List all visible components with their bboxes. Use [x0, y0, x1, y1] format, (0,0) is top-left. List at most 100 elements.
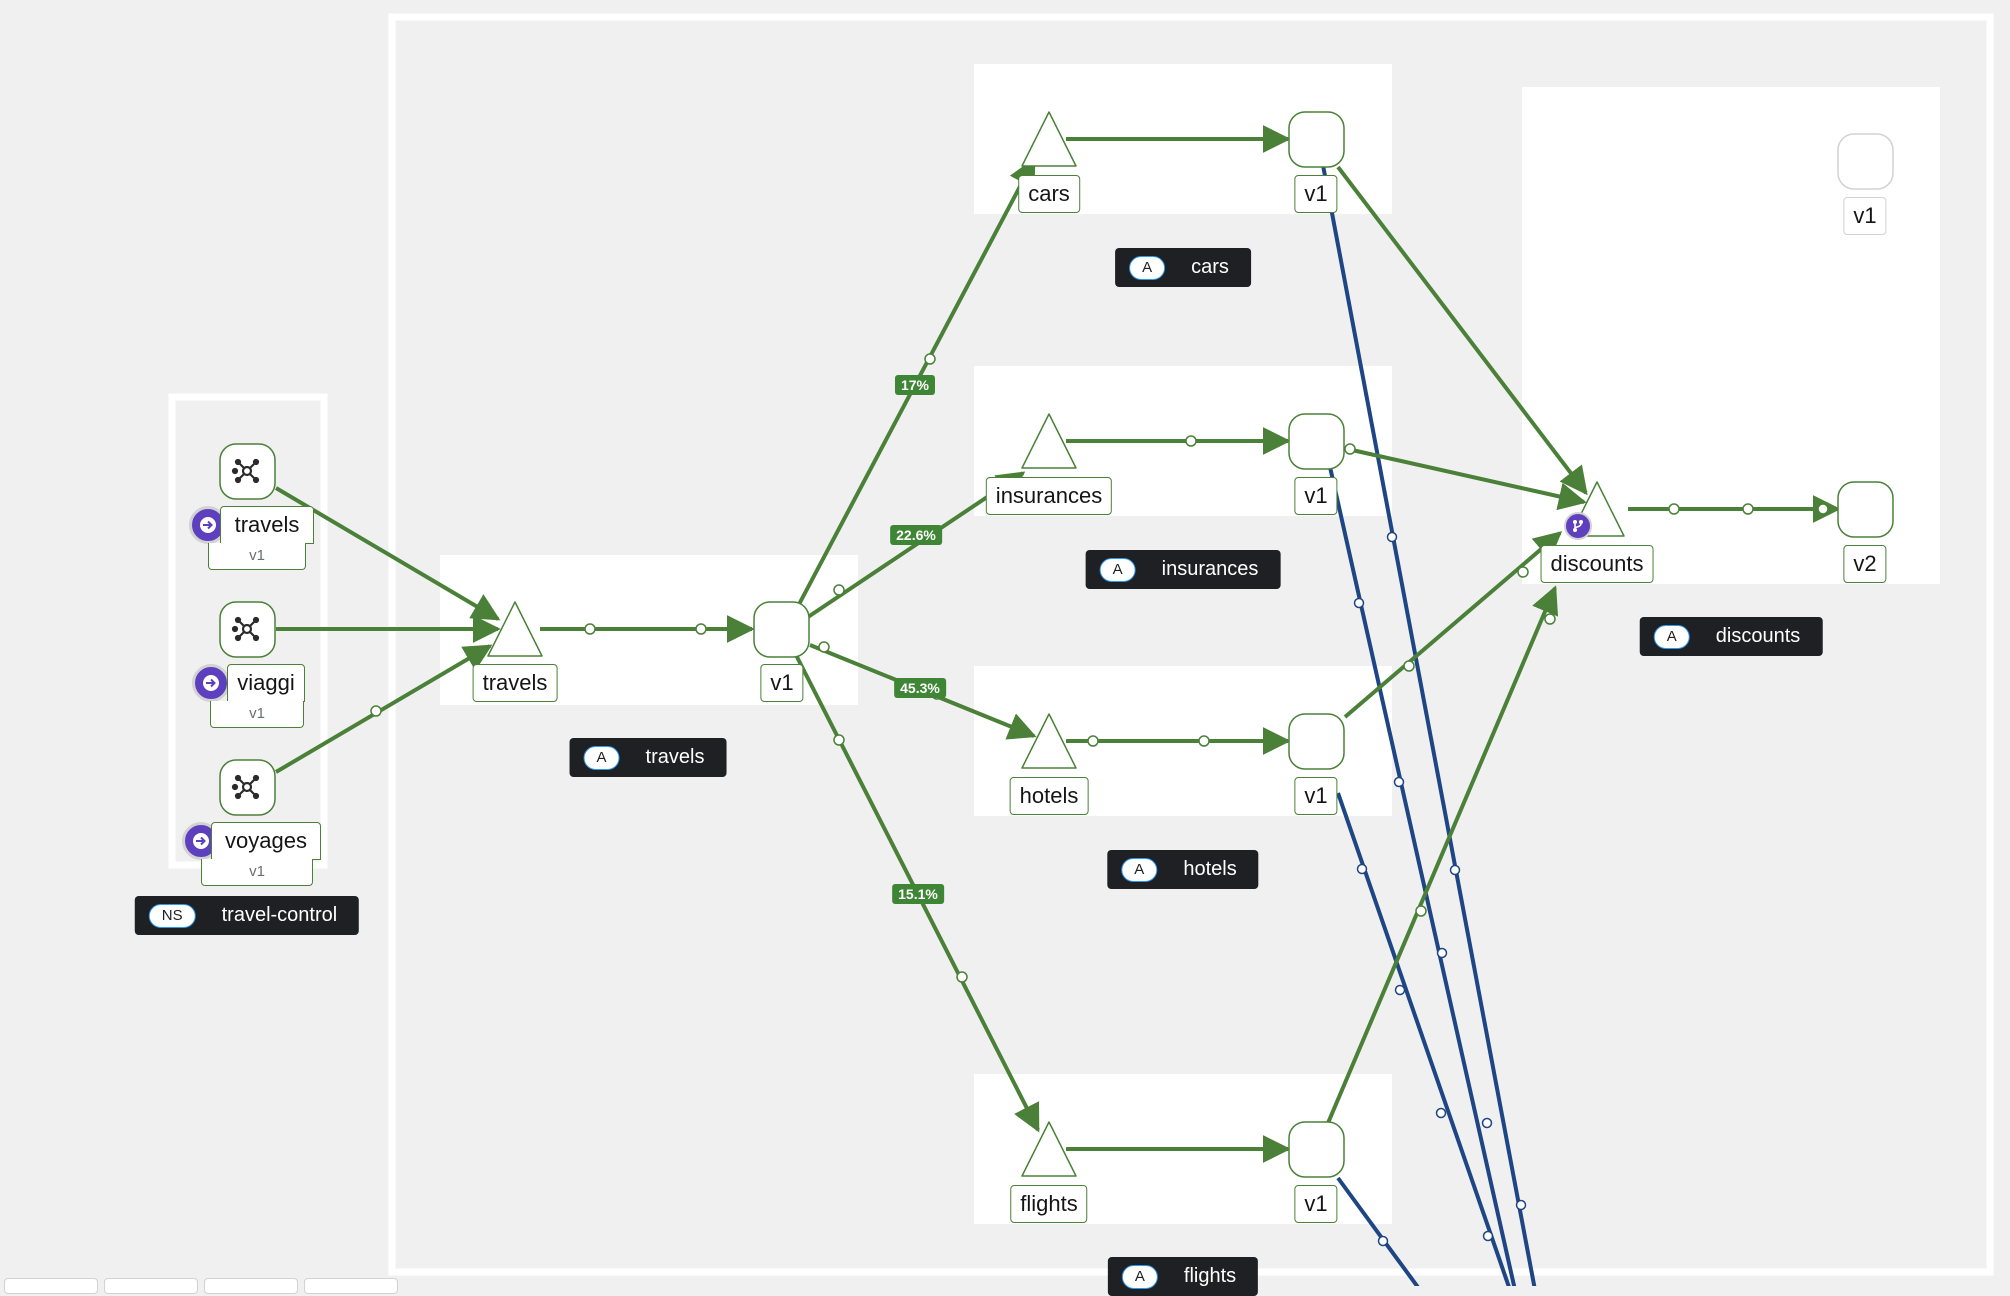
- service-travels-label[interactable]: travels: [472, 664, 558, 702]
- edge-hotels-to-discounts[interactable]: [1343, 531, 1563, 719]
- edge-dot: [1393, 776, 1405, 788]
- service-flights-node[interactable]: [1021, 1121, 1077, 1177]
- app-badge: A: [1121, 1264, 1158, 1289]
- edge-dot: [1517, 566, 1529, 578]
- edge-dot: [1394, 984, 1406, 996]
- service-discounts-label[interactable]: discounts: [1540, 545, 1654, 583]
- workload-cars-v1-node[interactable]: [1288, 111, 1345, 168]
- edge-dot: [1198, 735, 1210, 747]
- toolbar-button[interactable]: [204, 1278, 298, 1294]
- app-hotels-label[interactable]: A hotels: [1107, 850, 1259, 889]
- traffic-flights-percent: 15.1%: [892, 884, 944, 904]
- edge-cars-to-discounts-tcp[interactable]: [1320, 159, 1537, 1286]
- arrow-circle-icon: [200, 517, 216, 533]
- service-insurances-node[interactable]: [1021, 413, 1077, 469]
- branch-icon: [1573, 520, 1583, 532]
- workload-discounts-v1-label[interactable]: v1: [1843, 197, 1887, 235]
- toolbar-button[interactable]: [4, 1278, 98, 1294]
- gateway-travels-label[interactable]: travels: [220, 506, 314, 544]
- edge-dot: [1087, 735, 1099, 747]
- edge-dot: [1344, 443, 1356, 455]
- workload-travels-v1-node[interactable]: [753, 601, 810, 658]
- service-flights-label[interactable]: flights: [1010, 1185, 1088, 1223]
- service-cars-label[interactable]: cars: [1018, 175, 1080, 213]
- edge-gw-voyages-to-travels[interactable]: [274, 644, 493, 774]
- edge-insurances-to-discounts[interactable]: [1351, 448, 1587, 511]
- app-badge: A: [1099, 557, 1136, 582]
- namespace-label[interactable]: NS travel-control: [134, 896, 360, 935]
- workload-hotels-v1-label[interactable]: v1: [1294, 777, 1338, 815]
- edge-dot: [1377, 1235, 1389, 1247]
- workload-flights-v1-node[interactable]: [1288, 1121, 1345, 1178]
- edge-dot: [1386, 531, 1398, 543]
- workload-discounts-v2-node[interactable]: [1837, 481, 1894, 538]
- app-discounts-label[interactable]: A discounts: [1639, 617, 1823, 656]
- service-insurances-label[interactable]: insurances: [985, 477, 1113, 515]
- gateway-travels-node[interactable]: [219, 443, 276, 500]
- service-cars-node[interactable]: [1021, 111, 1077, 167]
- workload-cars-v1-label[interactable]: v1: [1294, 175, 1338, 213]
- gateway-voyages-node[interactable]: [219, 759, 276, 816]
- edge-flights-to-discounts-tcp[interactable]: [1336, 1176, 1420, 1286]
- traffic-insurances-percent: 22.6%: [890, 525, 942, 545]
- traffic-hotels-percent: 45.3%: [894, 678, 946, 698]
- namespace-badge: NS: [148, 903, 196, 928]
- app-name: hotels: [1183, 858, 1237, 880]
- namespace-name: travel-control: [221, 904, 338, 926]
- edge-dot: [1482, 1230, 1494, 1242]
- network-icon: [231, 774, 260, 800]
- workload-flights-v1-label[interactable]: v1: [1294, 1185, 1338, 1223]
- service-travels-node[interactable]: [487, 601, 543, 657]
- arrow-circle-icon: [203, 675, 219, 691]
- workload-hotels-v1-node[interactable]: [1288, 713, 1345, 770]
- service-hotels-label[interactable]: hotels: [1009, 777, 1089, 815]
- app-insurances-label[interactable]: A insurances: [1085, 550, 1281, 589]
- edge-dot: [1817, 503, 1829, 515]
- workload-insurances-v1-node[interactable]: [1288, 413, 1345, 470]
- edge-dot: [1668, 503, 1680, 515]
- edge-hotels-to-discounts-tcp[interactable]: [1336, 792, 1511, 1286]
- edge-dot: [1415, 905, 1427, 917]
- app-travels-label[interactable]: A travels: [569, 738, 727, 777]
- edge-dot: [584, 623, 596, 635]
- edge-dot: [818, 641, 830, 653]
- app-name: discounts: [1715, 625, 1801, 647]
- toolbar-button[interactable]: [104, 1278, 198, 1294]
- toolbar-button[interactable]: [304, 1278, 398, 1294]
- app-flights-label[interactable]: A flights: [1107, 1257, 1259, 1296]
- app-badge: A: [1121, 857, 1158, 882]
- service-hotels-node[interactable]: [1021, 713, 1077, 769]
- app-cars-label[interactable]: A cars: [1115, 248, 1251, 287]
- edge-dot: [1435, 1107, 1447, 1119]
- gateway-voyages-version: v1: [201, 859, 313, 886]
- gateway-viaggi-node[interactable]: [219, 601, 276, 658]
- gateway-viaggi-label[interactable]: viaggi: [227, 664, 305, 702]
- edge-dot: [1185, 435, 1197, 447]
- edge-dot: [924, 353, 936, 365]
- workload-insurances-v1-label[interactable]: v1: [1294, 477, 1338, 515]
- edge-dot: [833, 734, 845, 746]
- app-badge: A: [583, 745, 620, 770]
- workload-travels-v1-label[interactable]: v1: [760, 664, 804, 702]
- app-badge: A: [1653, 624, 1690, 649]
- workload-discounts-v1-node[interactable]: [1837, 133, 1894, 190]
- edge-flights-to-discounts[interactable]: [1326, 585, 1559, 1124]
- arrow-circle-icon: [193, 833, 209, 849]
- app-name: travels: [645, 746, 705, 768]
- app-badge: A: [1129, 255, 1166, 280]
- workload-discounts-v2-label[interactable]: v2: [1843, 545, 1887, 583]
- edge-dot: [1742, 503, 1754, 515]
- network-icon: [231, 458, 260, 484]
- edge-dot: [1515, 1199, 1527, 1211]
- discounts-virtual-service-badge: [1564, 512, 1592, 540]
- edge-dot: [1449, 864, 1461, 876]
- edge-dot: [1544, 613, 1556, 625]
- edge-dot: [956, 971, 968, 983]
- edge-dot: [1353, 597, 1365, 609]
- gateway-voyages-label[interactable]: voyages: [211, 822, 321, 860]
- gateway-viaggi-version: v1: [210, 701, 304, 728]
- edge-cars-to-discounts[interactable]: [1336, 165, 1588, 496]
- edge-dot: [1481, 1117, 1493, 1129]
- traffic-cars-percent: 17%: [894, 375, 936, 395]
- app-name: flights: [1183, 1265, 1237, 1287]
